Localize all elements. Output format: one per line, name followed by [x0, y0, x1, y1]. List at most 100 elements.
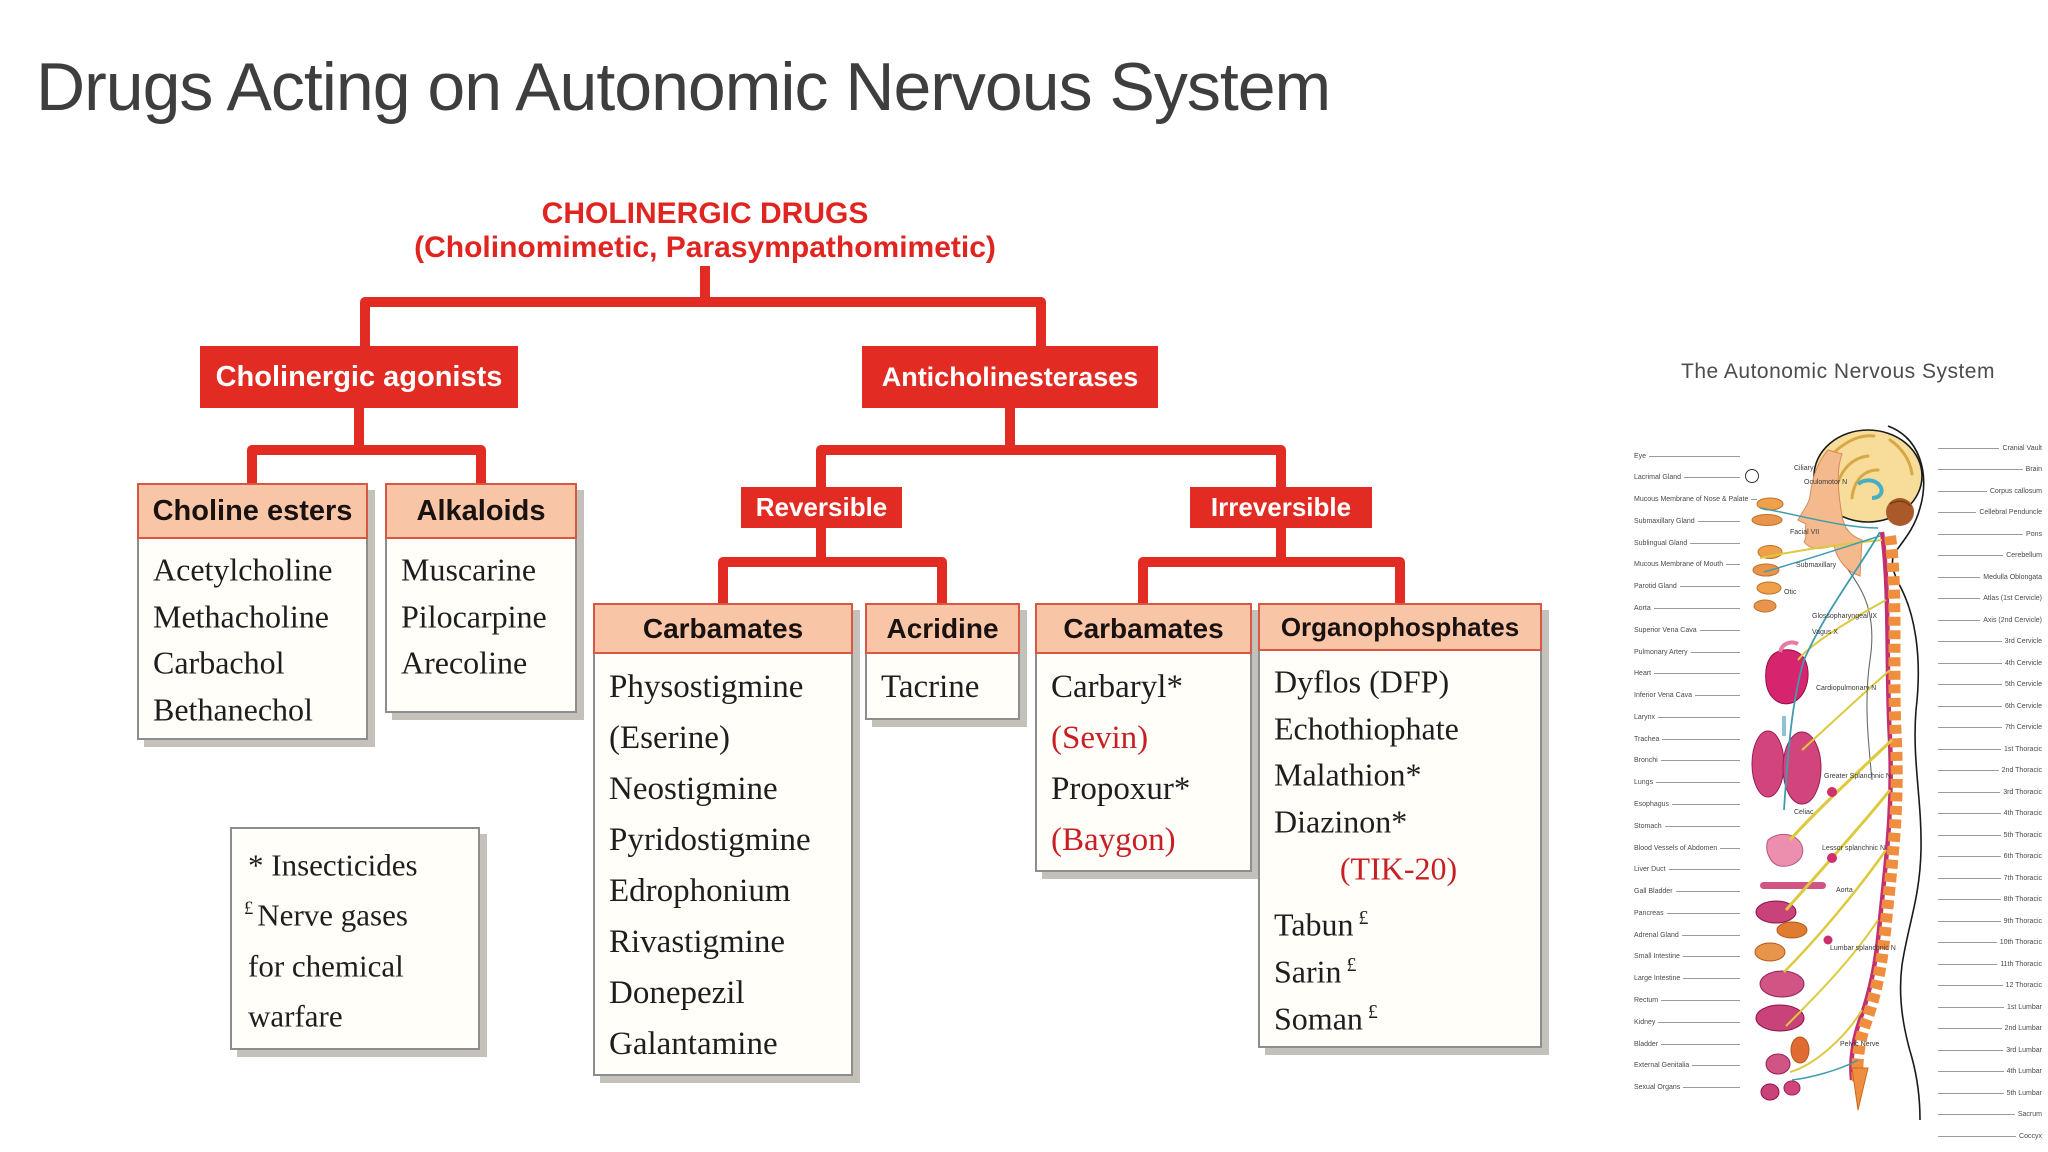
drug-item: Carbachol: [153, 644, 285, 681]
anatomy-label: Trachea: [1634, 735, 1740, 743]
leader-line: [1690, 542, 1740, 544]
drug-item: Propoxur*: [1051, 771, 1191, 807]
card-carbamates-reversible: Carbamates Physostigmine(Eserine)Neostig…: [593, 603, 853, 1076]
root-title: CHOLINERGIC DRUGS: [541, 197, 869, 230]
connector-irreversible-fork: [1138, 557, 1405, 608]
leader-line: [1658, 716, 1740, 718]
leader-line: [1938, 555, 2004, 556]
anatomy-label: 1st Thoracic: [1938, 745, 2042, 753]
anatomy-label: Kidney: [1634, 1018, 1740, 1026]
connector-anticholinesterases-fork: [816, 445, 1286, 492]
drug-item: Neostigmine: [609, 771, 778, 807]
drug-item: (Sevin): [1051, 720, 1149, 756]
anatomy-label: Brain: [1938, 466, 2042, 474]
inner-label: Submaxillary: [1796, 562, 1837, 569]
leader-line: [1690, 651, 1740, 653]
drug-item: Donepezil: [609, 975, 745, 1011]
anatomy-label: 3rd Thoracic: [1938, 788, 2042, 796]
anatomy-label: 2nd Lumbar: [1938, 1025, 2042, 1033]
leader-line: [1938, 942, 1997, 943]
leader-line: [1660, 760, 1740, 762]
drug-item: Physostigmine: [609, 669, 804, 705]
card-items: Tacrine: [865, 654, 1020, 720]
leader-line: [1938, 899, 2001, 900]
drug-item: Soman£: [1274, 1000, 1378, 1037]
drug-item: Galantamine: [609, 1026, 778, 1062]
leader-line: [1938, 770, 1999, 771]
leader-line: [1938, 920, 2001, 922]
anatomy-label: Superior Vena Cava: [1634, 626, 1740, 634]
parasympathetic-nerve-lines: [1759, 507, 1881, 1081]
leader-line: [1751, 499, 1758, 501]
leader-line: [1938, 1135, 2017, 1137]
inner-label: Oculomotor N: [1804, 479, 1847, 486]
anatomy-label: Axis (2nd Cervicle): [1938, 616, 2042, 624]
card-organophosphates: Organophosphates Dyflos (DFP) Echothiopha…: [1258, 603, 1542, 1049]
drug-item: Arecoline: [401, 644, 528, 681]
inner-label: Celiac: [1794, 809, 1814, 816]
leader-line: [1684, 477, 1740, 479]
leader-line: [1654, 673, 1740, 675]
leader-line: [1662, 738, 1740, 740]
drug-item: Muscarine: [401, 551, 537, 588]
leader-line: [1697, 520, 1740, 522]
branch-irreversible: Irreversible: [1190, 487, 1372, 528]
anatomy-label: Heart: [1634, 670, 1740, 678]
inner-label: Otic: [1784, 589, 1797, 596]
drug-item: Tacrine: [881, 669, 980, 705]
footnote-line: warfare: [248, 998, 343, 1034]
leader-line: [1699, 629, 1740, 631]
leader-line: [1683, 978, 1740, 980]
drug-item: Echothiophate: [1274, 710, 1459, 747]
anatomy-label: Atlas (1st Cervicle): [1938, 595, 2042, 603]
leader-line: [1938, 512, 1977, 513]
anatomy-label: 4th Thoracic: [1938, 810, 2042, 818]
connector-main-fork: [360, 297, 1046, 352]
anatomy-label: Mucous Membrane of Mouth: [1634, 561, 1740, 569]
drug-item: Pilocarpine: [401, 598, 547, 635]
anatomy-label: 10th Thoracic: [1938, 939, 2042, 947]
leader-line: [1668, 869, 1740, 871]
anatomy-label: Pons: [1938, 530, 2042, 538]
leader-line: [1683, 1087, 1740, 1089]
card-header: Alkaloids: [385, 483, 577, 539]
sacrum-illustration: [1851, 1067, 1869, 1111]
branch-cholinergic-agonists: Cholinergic agonists: [200, 346, 518, 408]
anatomy-label: Inferior Vena Cava: [1634, 692, 1740, 700]
leader-line: [1938, 1114, 2015, 1115]
anatomy-label: Adrenal Gland: [1634, 931, 1740, 939]
leader-line: [1720, 847, 1740, 849]
anatomy-label: 3rd Lumbar: [1938, 1046, 2042, 1054]
anatomy-label: Stomach: [1634, 822, 1740, 830]
drug-item: Bethanechol: [153, 691, 313, 728]
anatomy-title: The Autonomic Nervous System: [1681, 360, 1995, 383]
drug-item: (Baygon): [1051, 822, 1176, 858]
drug-item: Rivastigmine: [609, 924, 785, 960]
card-carbamates-irreversible: Carbamates Carbaryl*(Sevin)Propoxur*(Bay…: [1035, 603, 1252, 872]
anatomy-label: Sublingual Gland: [1634, 539, 1740, 547]
anatomy-label: Bladder: [1634, 1040, 1740, 1048]
leader-line: [1675, 891, 1740, 893]
anatomy-label: Sexual Organs: [1634, 1084, 1740, 1092]
leader-line: [1679, 586, 1740, 588]
leader-line: [1938, 985, 2003, 986]
lung-illustration: [1782, 731, 1822, 805]
drug-item: Dyflos (DFP): [1274, 663, 1450, 700]
anatomy-label: Gall Bladder: [1634, 888, 1740, 896]
leader-line: [1938, 877, 2001, 879]
card-header: Organophosphates: [1258, 603, 1542, 651]
card-header: Carbamates: [593, 603, 853, 654]
leader-line: [1938, 1092, 2004, 1094]
leader-line: [1666, 912, 1740, 914]
leader-line: [1938, 1006, 2004, 1008]
sympathetic-nerve-lines: [1759, 539, 1894, 1073]
anatomy-label: 6th Cervicle: [1938, 702, 2042, 710]
branch-anticholinesterases: Anticholinesterases: [862, 346, 1158, 408]
anatomy-label: 7th Cervicle: [1938, 724, 2042, 732]
